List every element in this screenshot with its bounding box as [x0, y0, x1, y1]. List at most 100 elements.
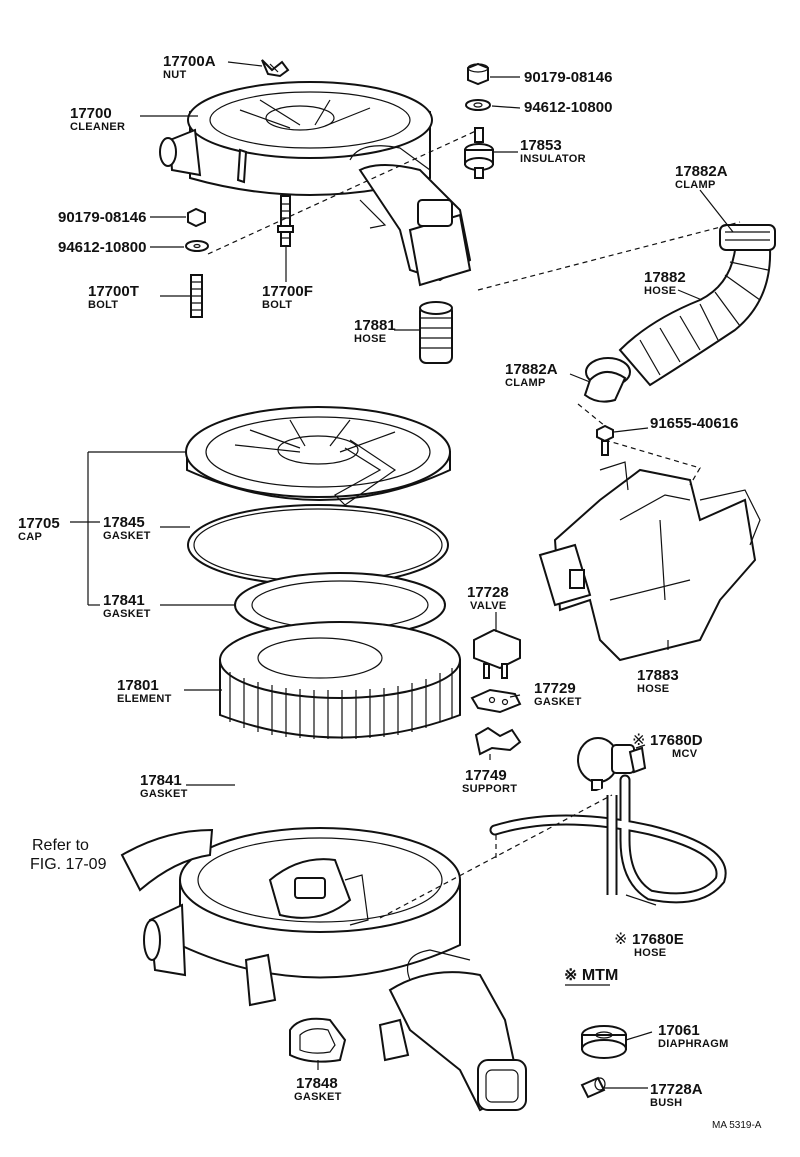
svg-text:17680D: 17680D — [650, 732, 703, 749]
svg-text:90179-08146: 90179-08146 — [524, 69, 612, 86]
svg-text:CAP: CAP — [18, 531, 42, 543]
svg-text:HOSE: HOSE — [637, 683, 669, 695]
svg-text:Refer to: Refer to — [32, 837, 89, 854]
svg-text:HOSE: HOSE — [644, 285, 676, 297]
mcv-mark: ※ — [632, 730, 645, 749]
svg-text:17705: 17705 — [18, 515, 60, 532]
svg-text:90179-08146: 90179-08146 — [58, 209, 146, 226]
callout-17882A-top: 17882A CLAMP — [675, 163, 728, 191]
filter-element-part — [219, 621, 461, 739]
svg-text:17700: 17700 — [70, 105, 112, 122]
mcv-part — [577, 737, 647, 791]
svg-text:BOLT: BOLT — [262, 299, 292, 311]
leader-lines — [70, 61, 741, 1089]
svg-text:17848: 17848 — [296, 1075, 338, 1092]
upper-air-cleaner-part — [159, 81, 472, 287]
valve-part — [473, 628, 521, 679]
callout-17801: 17801 ELEMENT — [117, 677, 172, 705]
svg-text:17882: 17882 — [644, 269, 686, 286]
svg-text:17700A: 17700A — [163, 53, 216, 70]
callout-17680D: 17680D 17680D MCV ※ — [632, 730, 703, 760]
callout-17883: 17883 HOSE — [637, 667, 679, 695]
callout-17749: 17749 SUPPORT — [462, 767, 517, 795]
svg-text:BUSH: BUSH — [650, 1097, 682, 1109]
callout-94612-10800-left: 94612-10800 — [58, 239, 146, 256]
snorkel-gasket-part — [289, 1017, 347, 1063]
svg-text:INSULATOR: INSULATOR — [520, 153, 586, 165]
svg-text:SUPPORT: SUPPORT — [462, 783, 517, 795]
svg-text:HOSE: HOSE — [634, 947, 666, 959]
callout-17700F: 17700F BOLT — [262, 283, 313, 311]
stud-bolt-17700F-part — [277, 195, 294, 247]
hose-mark: ※ — [614, 929, 627, 948]
callout-17728: 17728 VALVE — [467, 584, 509, 612]
svg-text:FIG. 17-09: FIG. 17-09 — [30, 856, 107, 873]
callout-94612-10800-top: 94612-10800 — [524, 99, 612, 116]
svg-text:17700T: 17700T — [88, 283, 139, 300]
callout-17729: 17729 GASKET — [534, 680, 581, 708]
refer-crescent-part — [120, 828, 214, 892]
callout-90179-08146-left: 90179-08146 — [58, 209, 146, 226]
top-washer-part — [465, 99, 491, 111]
svg-text:MCV: MCV — [672, 748, 698, 760]
filter-cap-part — [185, 406, 451, 506]
svg-text:CLEANER: CLEANER — [70, 121, 125, 133]
svg-text:17749: 17749 — [465, 767, 507, 784]
wing-nut-part — [261, 59, 290, 78]
diaphragm-part — [581, 1025, 627, 1059]
vacuum-hose-part — [489, 774, 727, 904]
callout-17700T: 17700T BOLT — [88, 283, 139, 311]
support-part — [474, 726, 522, 756]
callout-17848: 17848 GASKET — [294, 1075, 342, 1103]
svg-text:17853: 17853 — [520, 137, 562, 154]
callout-17882A-low: 17882A CLAMP — [505, 361, 558, 389]
svg-text:94612-10800: 94612-10800 — [524, 99, 612, 116]
svg-text:91655-40616: 91655-40616 — [650, 415, 738, 432]
svg-text:17841: 17841 — [140, 772, 182, 789]
callout-17881: 17881 HOSE — [354, 317, 396, 345]
svg-text:17700F: 17700F — [262, 283, 313, 300]
svg-text:17882A: 17882A — [505, 361, 558, 378]
svg-text:MA 5319-A: MA 5319-A — [712, 1120, 762, 1131]
svg-text:94612-10800: 94612-10800 — [58, 239, 146, 256]
svg-text:GASKET: GASKET — [103, 530, 151, 542]
refer-note: Refer to FIG. 17-09 — [30, 837, 107, 873]
callout-17882: 17882 HOSE — [644, 269, 686, 297]
svg-text:GASKET: GASKET — [294, 1091, 342, 1103]
short-hose-part — [419, 301, 453, 364]
svg-text:CLAMP: CLAMP — [675, 179, 716, 191]
svg-text:DIAPHRAGM: DIAPHRAGM — [658, 1038, 729, 1050]
callout-17853: 17853 INSULATOR — [520, 137, 586, 165]
left-nut-part — [187, 207, 206, 228]
svg-text:17883: 17883 — [637, 667, 679, 684]
bush-part — [580, 1076, 606, 1099]
svg-text:17729: 17729 — [534, 680, 576, 697]
corrugated-hose-part — [583, 224, 776, 403]
svg-text:17680E: 17680E — [632, 931, 684, 948]
mtm-legend: ※ MTM — [564, 967, 618, 984]
svg-text:17882A: 17882A — [675, 163, 728, 180]
insulator-part — [464, 127, 494, 179]
svg-text:ELEMENT: ELEMENT — [117, 693, 172, 705]
svg-text:HOSE: HOSE — [354, 333, 386, 345]
callout-17680E: ※ 17680E HOSE — [614, 929, 684, 959]
svg-text:17841: 17841 — [103, 592, 145, 609]
flange-bolt-part — [596, 424, 614, 456]
svg-text:※ MTM: ※ MTM — [564, 967, 618, 984]
intake-duct-part — [538, 461, 761, 662]
svg-text:BOLT: BOLT — [88, 299, 118, 311]
svg-text:17801: 17801 — [117, 677, 159, 694]
callout-17705: 17705 CAP — [18, 515, 60, 543]
svg-text:17728: 17728 — [467, 584, 509, 601]
svg-text:17061: 17061 — [658, 1022, 700, 1039]
callout-17700: 17700 CLEANER — [70, 105, 125, 133]
valve-gasket-part — [470, 688, 522, 714]
svg-text:GASKET: GASKET — [140, 788, 188, 800]
svg-text:VALVE: VALVE — [470, 600, 507, 612]
callout-17845: 17845 GASKET — [103, 514, 151, 542]
svg-text:17728A: 17728A — [650, 1081, 703, 1098]
callout-17728A: 17728A BUSH — [650, 1081, 703, 1109]
svg-text:NUT: NUT — [163, 69, 187, 81]
